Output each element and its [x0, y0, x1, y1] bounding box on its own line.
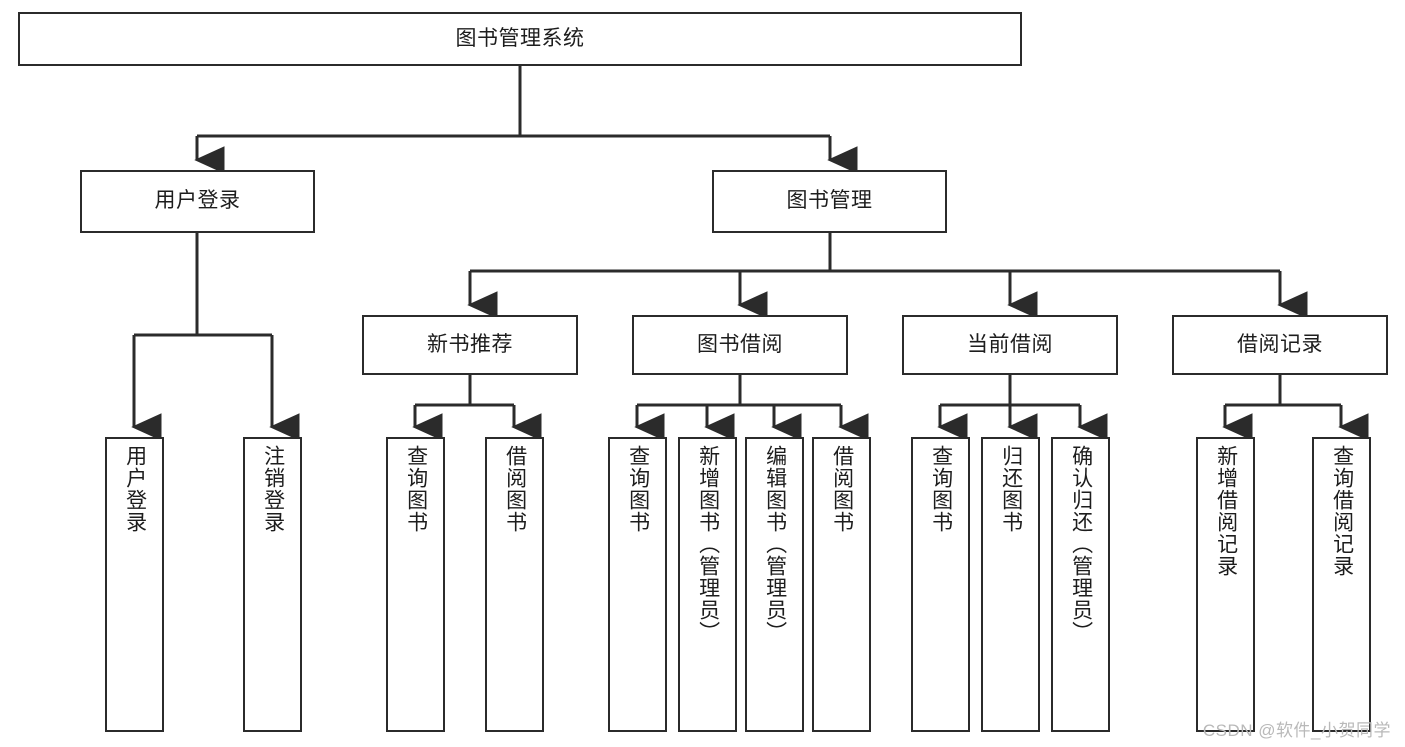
leaf-query-book-current[interactable]: 查询图书 [911, 437, 970, 732]
leaf-return-book-label: 归还图书 [999, 445, 1023, 533]
leaf-user-login[interactable]: 用户登录 [105, 437, 164, 732]
node-new-book-recommendation[interactable]: 新书推荐 [362, 315, 578, 375]
leaf-query-book-newbook[interactable]: 查询图书 [386, 437, 445, 732]
leaf-return-book[interactable]: 归还图书 [981, 437, 1040, 732]
node-borrow-records-label: 借阅记录 [1237, 332, 1323, 356]
leaf-confirm-return-admin-label: 确认归还（管理员） [1069, 445, 1093, 643]
leaf-add-borrow-record-label: 新增借阅记录 [1214, 445, 1238, 577]
node-root[interactable]: 图书管理系统 [18, 12, 1022, 66]
leaf-borrow-book-borrow-label: 借阅图书 [830, 445, 854, 533]
leaf-query-borrow-record[interactable]: 查询借阅记录 [1312, 437, 1371, 732]
leaf-query-book-borrow[interactable]: 查询图书 [608, 437, 667, 732]
node-borrow-records[interactable]: 借阅记录 [1172, 315, 1388, 375]
node-current-borrowing[interactable]: 当前借阅 [902, 315, 1118, 375]
leaf-borrow-book-borrow[interactable]: 借阅图书 [812, 437, 871, 732]
leaf-query-book-borrow-label: 查询图书 [626, 445, 650, 533]
leaf-add-book-admin-label: 新增图书（管理员） [696, 445, 720, 643]
csdn-watermark: CSDN @软件_小贺同学 [1202, 721, 1391, 740]
node-current-borrowing-label: 当前借阅 [967, 332, 1053, 356]
leaf-logout-label: 注销登录 [261, 445, 285, 533]
leaf-edit-book-admin-label: 编辑图书（管理员） [763, 445, 787, 643]
leaf-query-book-newbook-label: 查询图书 [404, 445, 428, 533]
node-book-management[interactable]: 图书管理 [712, 170, 947, 233]
leaf-edit-book-admin[interactable]: 编辑图书（管理员） [745, 437, 804, 732]
node-book-management-label: 图书管理 [786, 189, 873, 213]
node-book-borrowing[interactable]: 图书借阅 [632, 315, 848, 375]
node-user-login[interactable]: 用户登录 [80, 170, 315, 233]
leaf-query-book-current-label: 查询图书 [929, 445, 953, 533]
leaf-borrow-book-newbook[interactable]: 借阅图书 [485, 437, 544, 732]
node-user-login-label: 用户登录 [154, 189, 241, 213]
leaf-confirm-return-admin[interactable]: 确认归还（管理员） [1051, 437, 1110, 732]
node-root-label: 图书管理系统 [455, 26, 585, 50]
leaf-query-borrow-record-label: 查询借阅记录 [1330, 445, 1354, 577]
leaf-add-book-admin[interactable]: 新增图书（管理员） [678, 437, 737, 732]
leaf-user-login-label: 用户登录 [123, 445, 147, 533]
node-book-borrowing-label: 图书借阅 [697, 332, 783, 356]
leaf-add-borrow-record[interactable]: 新增借阅记录 [1196, 437, 1255, 732]
node-new-book-recommendation-label: 新书推荐 [427, 332, 513, 356]
leaf-borrow-book-newbook-label: 借阅图书 [503, 445, 527, 533]
leaf-logout[interactable]: 注销登录 [243, 437, 302, 732]
